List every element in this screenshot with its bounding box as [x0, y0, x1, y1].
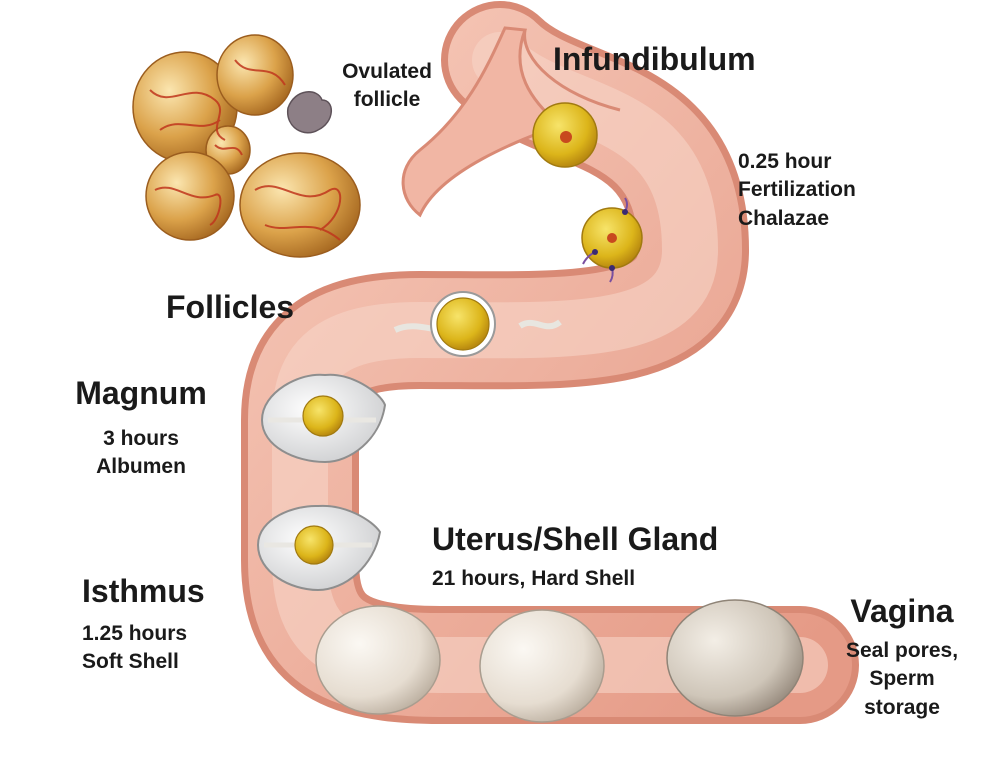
magnum-line: 3 hours: [103, 427, 179, 450]
label-uterus-details: 21 hours, Hard Shell: [432, 565, 635, 593]
infundibulum-line: Fertilization: [738, 178, 856, 202]
magnum-line: Albumen: [96, 455, 186, 479]
follicle: [216, 34, 294, 116]
label-magnum-title: Magnum: [75, 375, 207, 411]
ovum-infundibulum: [532, 102, 598, 168]
label-infundibulum-title: Infundibulum: [553, 41, 756, 77]
label-infundibulum-details: 0.25 hour Fertilization Chalazae: [738, 148, 856, 233]
vagina-line: Sperm: [869, 667, 935, 691]
label-magnum-details: 3 hours Albumen: [64, 425, 218, 482]
egg-vagina: [666, 599, 804, 717]
infundibulum-funnel: [401, 26, 621, 218]
uterus-line: 21 hours, Hard Shell: [432, 567, 636, 590]
ovulated-line: Ovulated: [342, 60, 432, 83]
ovum-fertilization: [581, 197, 643, 283]
isthmus-line: Soft Shell: [82, 650, 179, 674]
isthmus-line: 1.25 hours: [82, 622, 188, 645]
follicle-cluster: [132, 34, 361, 258]
label-vagina-details: Seal pores, Sperm storage: [822, 637, 982, 722]
ovum-chalazae: [393, 291, 562, 357]
egg-magnum: [260, 373, 387, 464]
label-ovulated-follicle: Ovulated follicle: [326, 58, 448, 115]
ovulated-follicle: [287, 91, 332, 134]
follicle: [239, 152, 361, 258]
egg-uterus-1: [315, 605, 441, 715]
infundibulum-line: Chalazae: [738, 206, 830, 230]
egg-isthmus: [256, 504, 382, 592]
infundibulum-line: 0.25 hour: [738, 150, 832, 173]
label-isthmus-details: 1.25 hours Soft Shell: [82, 620, 187, 677]
label-isthmus-title: Isthmus: [82, 573, 205, 609]
label-follicles: Follicles: [166, 289, 295, 325]
egg-uterus-2: [479, 609, 605, 723]
label-vagina-title: Vagina: [850, 593, 954, 629]
vagina-line: storage: [864, 695, 940, 719]
vagina-line: Seal pores,: [845, 639, 959, 662]
ovulated-line: follicle: [353, 88, 421, 112]
label-uterus-title: Uterus/Shell Gland: [432, 521, 719, 557]
